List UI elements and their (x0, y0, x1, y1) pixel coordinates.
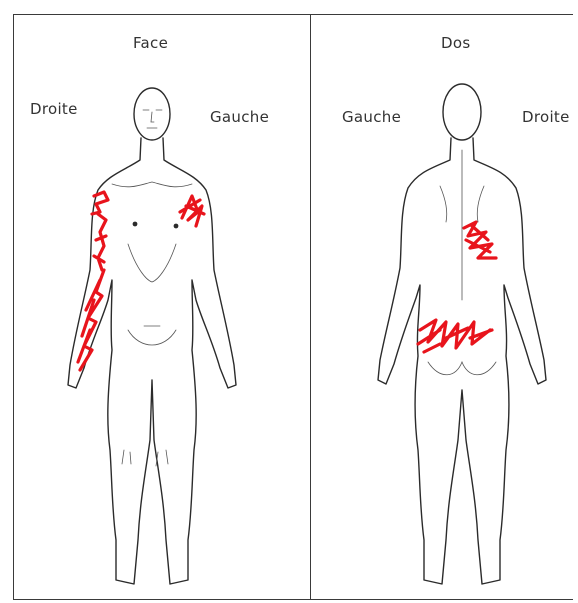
back-buttocks-line (428, 362, 496, 375)
front-body-outline (68, 138, 236, 584)
front-knees (122, 450, 168, 466)
pain-markings (78, 192, 496, 370)
pain-mark-front-right-forearm (78, 270, 104, 370)
front-ribcage (128, 244, 176, 282)
front-left-nipple (133, 222, 138, 227)
front-body-figure (68, 88, 236, 584)
pain-mark-back-right-mid-back (464, 222, 496, 258)
front-pelvis-line (128, 326, 176, 345)
front-right-nipple (174, 224, 179, 229)
front-collarbones (112, 182, 192, 187)
back-body-figure (378, 84, 546, 584)
pain-mark-back-lower-back (418, 320, 492, 352)
back-head (443, 84, 481, 140)
front-face-features (143, 110, 162, 128)
pain-mark-front-left-shoulder (180, 196, 204, 226)
